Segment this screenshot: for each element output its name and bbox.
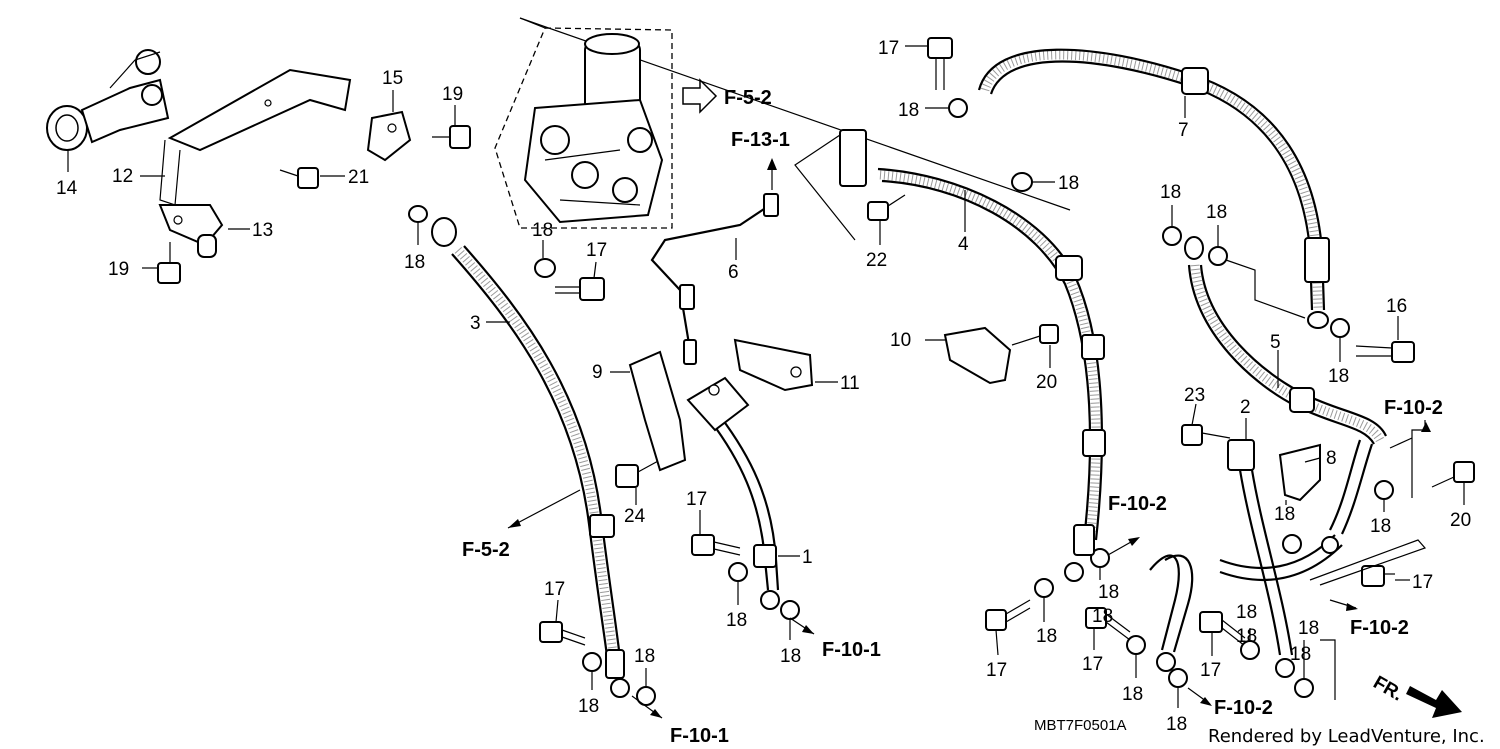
part-label[interactable]: 20 bbox=[1036, 372, 1057, 393]
ref-label-f-10-2-right[interactable]: F-10-2 bbox=[1384, 397, 1443, 419]
ref-label-f-13-1[interactable]: F-13-1 bbox=[731, 129, 790, 151]
front-arrow-icon bbox=[1406, 686, 1462, 718]
part-label[interactable]: 11 bbox=[840, 373, 860, 394]
part-label[interactable]: 18 bbox=[1274, 504, 1295, 525]
part-label[interactable]: 3 bbox=[470, 313, 481, 334]
part-number-labels: 1 2 3 4 5 6 7 8 9 10 11 12 13 14 15 16 1… bbox=[56, 38, 1471, 735]
ref-label-f-10-1-bottom[interactable]: F-10-1 bbox=[670, 725, 729, 747]
part-label[interactable]: 5 bbox=[1270, 332, 1281, 353]
part-label[interactable]: 16 bbox=[1386, 296, 1407, 317]
ref-label-f-10-2-lower-right[interactable]: F-10-2 bbox=[1350, 617, 1409, 639]
part-label[interactable]: 23 bbox=[1184, 385, 1205, 406]
part-label[interactable]: 18 bbox=[404, 252, 425, 273]
part-label[interactable]: 18 bbox=[1370, 516, 1391, 537]
ref-label-f-10-1-middle[interactable]: F-10-1 bbox=[822, 639, 881, 661]
part-label[interactable]: 18 bbox=[1098, 582, 1119, 603]
part-label[interactable]: 17 bbox=[986, 660, 1007, 681]
part-label[interactable]: 18 bbox=[1298, 618, 1319, 639]
part-label[interactable]: 9 bbox=[592, 362, 603, 383]
part-label[interactable]: 18 bbox=[578, 696, 599, 717]
part-label[interactable]: 15 bbox=[382, 68, 403, 89]
ref-label-f-5-2-left[interactable]: F-5-2 bbox=[462, 539, 510, 561]
part-label[interactable]: 21 bbox=[348, 167, 369, 188]
part-label[interactable]: 10 bbox=[890, 330, 911, 351]
part-label[interactable]: 18 bbox=[1236, 602, 1257, 623]
part-label[interactable]: 17 bbox=[878, 38, 899, 59]
front-direction-label: FR. bbox=[1370, 672, 1407, 705]
abs-modulator-drawing bbox=[494, 17, 1071, 229]
part-label[interactable]: 20 bbox=[1450, 510, 1471, 531]
part-label[interactable]: 18 bbox=[1058, 173, 1079, 194]
drawing-code: MBT7F0501A bbox=[1034, 717, 1127, 734]
part-label[interactable]: 18 bbox=[1236, 626, 1257, 647]
part-label[interactable]: 18 bbox=[1092, 606, 1113, 627]
hoses-drawing bbox=[431, 48, 1388, 698]
part-label[interactable]: 18 bbox=[898, 100, 919, 121]
part-label[interactable]: 19 bbox=[442, 84, 463, 105]
part-label[interactable]: 17 bbox=[1082, 654, 1103, 675]
diagram-drawing bbox=[46, 17, 1475, 719]
part-label[interactable]: 18 bbox=[1036, 626, 1057, 647]
bracket-assembly-drawing bbox=[46, 49, 412, 258]
part-label[interactable]: 18 bbox=[1166, 714, 1187, 735]
ref-label-f-5-2-top[interactable]: F-5-2 bbox=[724, 87, 772, 109]
part-label[interactable]: 1 bbox=[802, 547, 813, 568]
part-label[interactable]: 18 bbox=[1122, 684, 1143, 705]
part-label[interactable]: 17 bbox=[686, 489, 707, 510]
part-label[interactable]: 18 bbox=[532, 220, 553, 241]
part-label[interactable]: 18 bbox=[726, 610, 747, 631]
part-label[interactable]: 2 bbox=[1240, 397, 1251, 418]
leader-lines bbox=[67, 45, 1465, 719]
part-label[interactable]: 18 bbox=[1206, 202, 1227, 223]
part-label[interactable]: 7 bbox=[1178, 120, 1189, 141]
part-label[interactable]: 19 bbox=[108, 259, 129, 280]
part-label[interactable]: 18 bbox=[780, 646, 801, 667]
part-label[interactable]: 18 bbox=[1290, 644, 1311, 665]
part-label[interactable]: 13 bbox=[252, 220, 273, 241]
hollow-arrow-icon bbox=[682, 78, 718, 114]
part-label[interactable]: 24 bbox=[624, 506, 646, 527]
part-label[interactable]: 14 bbox=[56, 178, 78, 199]
part-label[interactable]: 12 bbox=[112, 166, 133, 187]
part-label[interactable]: 8 bbox=[1326, 448, 1337, 469]
washers-drawing bbox=[408, 98, 1394, 706]
ref-label-f-10-2-center[interactable]: F-10-2 bbox=[1108, 493, 1167, 515]
part-label[interactable]: 17 bbox=[544, 579, 565, 600]
part-label[interactable]: 18 bbox=[1328, 366, 1349, 387]
part-label[interactable]: 22 bbox=[866, 250, 887, 271]
part-label[interactable]: 17 bbox=[1412, 572, 1433, 593]
part-label[interactable]: 18 bbox=[634, 646, 655, 667]
bolts-drawing bbox=[157, 37, 1475, 647]
part-label[interactable]: 18 bbox=[1160, 182, 1181, 203]
part-label[interactable]: 4 bbox=[958, 234, 969, 255]
credit-text: Rendered by LeadVenture, Inc. bbox=[1208, 726, 1485, 747]
ref-label-f-10-2-bottom[interactable]: F-10-2 bbox=[1214, 697, 1273, 719]
part-label[interactable]: 17 bbox=[1200, 660, 1221, 681]
reference-labels: F-5-2 F-13-1 F-5-2 F-10-1 F-10-1 F-10-2 … bbox=[462, 87, 1443, 747]
part-label[interactable]: 17 bbox=[586, 240, 607, 261]
part-label[interactable]: 6 bbox=[728, 262, 739, 283]
